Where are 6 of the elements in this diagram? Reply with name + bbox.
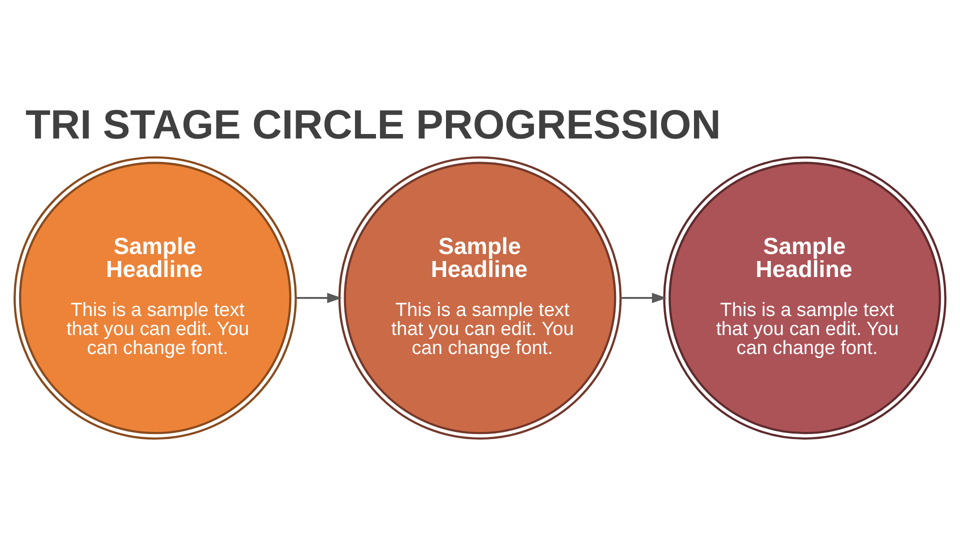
arrow [296, 292, 342, 304]
diagram-title: TRI STAGE CIRCLE PROGRESSION [26, 101, 721, 148]
node-circle: Sample Headline This is a sample text that you can edit. You can change font. [14, 156, 297, 440]
arrow [620, 292, 667, 304]
node-circle: Sample Headline This is a sample text that you can edit. You can change font. [663, 156, 946, 440]
node-circle: Sample Headline This is a sample text that you can edit. You can change font. [338, 156, 622, 440]
